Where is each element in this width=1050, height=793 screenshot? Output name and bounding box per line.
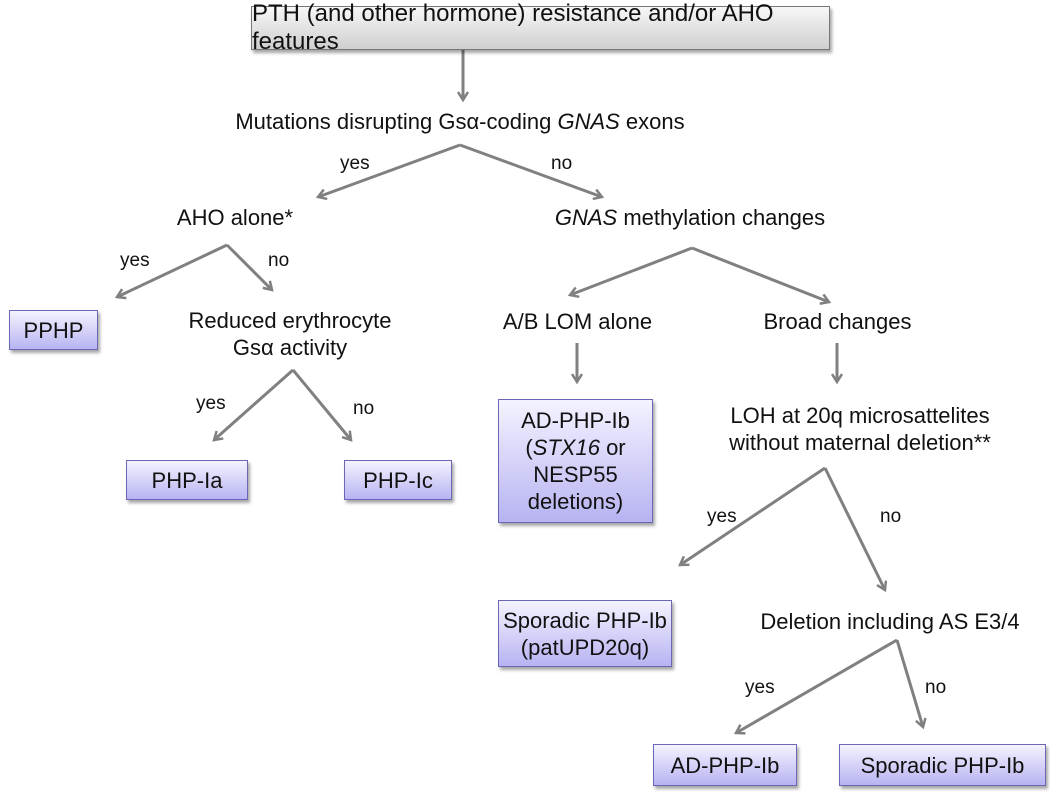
outcome-sporadic-php-ib-patupd20q: Sporadic PHP-Ib (patUPD20q) [498, 600, 672, 667]
edge-label-no: no [353, 398, 375, 419]
question-ab-lom-alone: A/B LOM alone [502, 309, 653, 334]
outcome-label: PPHP [23, 317, 84, 343]
outcome-ad-php-ib: AD-PHP-Ib [653, 744, 797, 786]
root-condition-text: PTH (and other hormone) resistance and/o… [252, 0, 774, 55]
arrow-aho-no [225, 243, 272, 290]
outcome-ad-php-ib-stx16: AD-PHP-Ib (STX16 or NESP55 deletions) [498, 399, 653, 523]
outcome-pphp: PPHP [9, 310, 98, 350]
question-broad-changes: Broad changes [763, 309, 912, 334]
outcome-label: Sporadic PHP-Ib [860, 752, 1025, 778]
question-line: Gsα activity [232, 335, 348, 360]
arrow-mutations-yes [318, 143, 461, 197]
edge-label-no: no [925, 677, 947, 698]
root-condition-box: PTH (and other hormone) resistance and/o… [251, 0, 830, 55]
gene-name: GNAS [557, 109, 620, 134]
outcome-line: Sporadic PHP-Ib [503, 607, 667, 633]
edge-label-no: no [551, 153, 573, 174]
arrow-erythrocyte-no [291, 369, 351, 440]
question-erythrocyte-activity: Reduced erythrocyte Gsα activity [170, 307, 410, 361]
arrow-deletion-yes [736, 638, 898, 733]
edge-label-yes: yes [707, 506, 737, 527]
arrow-methylation-right [691, 246, 829, 302]
paren: ( [525, 435, 533, 460]
arrow-loh-no [823, 467, 885, 590]
outcome-line: deletions) [527, 489, 624, 514]
question-line: LOH at 20q microsattelites [730, 403, 990, 428]
question-line: without maternal deletion** [729, 430, 991, 455]
outcome-label: PHP-Ia [151, 467, 223, 493]
outcome-line: (STX16 or [525, 434, 625, 461]
outcome-php-ic: PHP-Ic [344, 460, 452, 500]
edge-label-yes: yes [120, 250, 150, 271]
question-text: methylation changes [617, 205, 826, 230]
arrow-methylation-left [570, 246, 693, 295]
outcome-label: PHP-Ic [363, 467, 433, 493]
gene-name: STX16 [532, 435, 600, 460]
arrow-erythrocyte-yes [214, 368, 294, 440]
question-deletion-as-e3-4: Deletion including AS E3/4 [760, 609, 1020, 634]
question-aho-alone: AHO alone* [176, 205, 294, 230]
arrow-deletion-no [895, 639, 923, 727]
question-text: Mutations disrupting Gsα-coding [235, 109, 558, 134]
edge-label-yes: yes [340, 153, 370, 174]
edge-label-yes: yes [196, 393, 226, 414]
outcome-label: AD-PHP-Ib [670, 752, 780, 778]
arrow-aho-yes [117, 243, 228, 297]
outcome-php-ia: PHP-Ia [126, 460, 248, 500]
question-line: Reduced erythrocyte [188, 308, 392, 333]
edge-label-yes: yes [745, 677, 775, 698]
outcome-sporadic-php-ib: Sporadic PHP-Ib [839, 744, 1046, 786]
arrow-loh-yes [680, 466, 826, 565]
question-text: exons [619, 109, 685, 134]
gene-name: GNAS [554, 205, 618, 230]
question-gnas-methylation: GNAS methylation changes [525, 204, 855, 231]
question-gnas-mutations: Mutations disrupting Gsα-coding GNAS exo… [150, 108, 770, 135]
edge-label-no: no [268, 250, 290, 271]
question-loh-20q: LOH at 20q microsattelites without mater… [700, 402, 1020, 456]
outcome-line: (patUPD20q) [520, 634, 650, 660]
outcome-line: NESP55 [533, 462, 618, 487]
edge-label-no: no [880, 506, 902, 527]
outcome-text: or [599, 435, 626, 460]
arrow-mutations-no [459, 143, 602, 197]
outcome-line: AD-PHP-Ib [521, 408, 630, 433]
